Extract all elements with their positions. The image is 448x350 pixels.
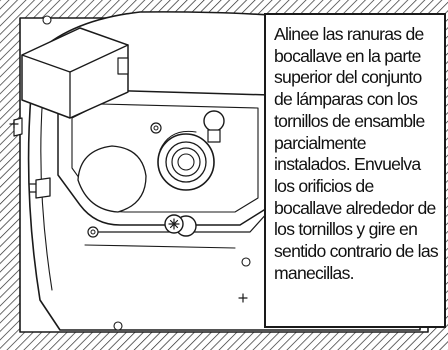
instruction-callout: Alinee las ranuras de bocallave en la pa… [264, 13, 446, 328]
edge-tabs [9, 119, 248, 303]
keyhole-slot-upper [203, 110, 225, 143]
rivets [42, 15, 251, 331]
lamp-socket [157, 130, 215, 191]
instruction-text: Alinee las ranuras de bocallave en la pa… [274, 24, 439, 283]
side-connectors [13, 117, 51, 199]
keyhole-screw-lower [164, 214, 197, 237]
left-recess [77, 145, 147, 213]
junction-block [21, 27, 129, 119]
